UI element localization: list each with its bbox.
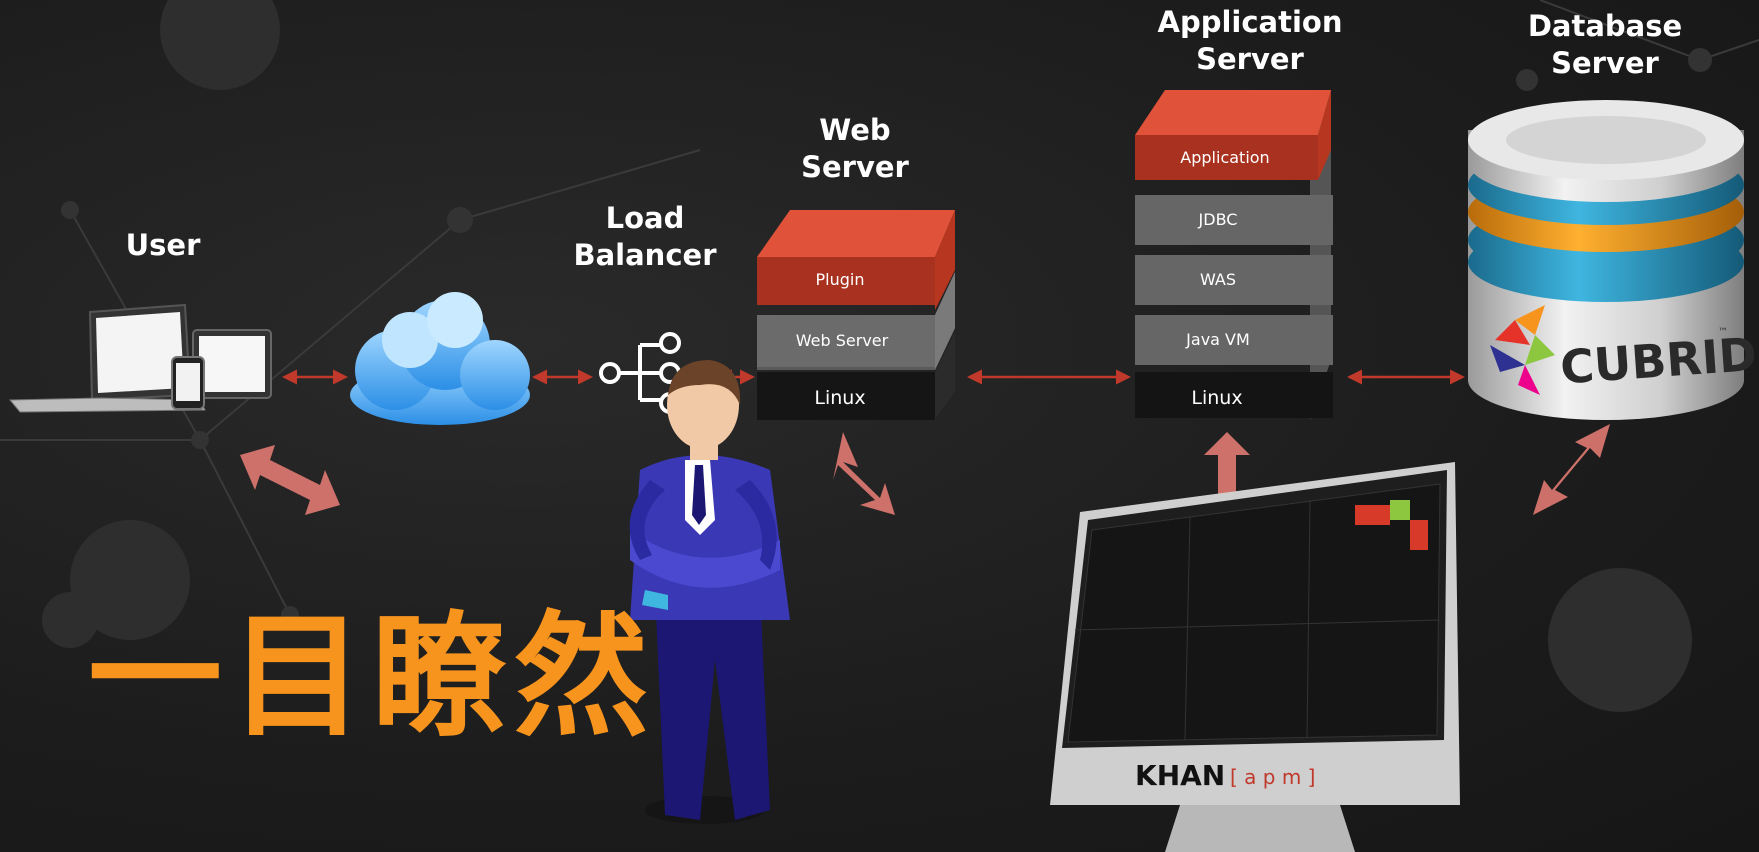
web-linux-layer bbox=[757, 372, 935, 420]
monitor-brand-text: KHAN bbox=[1135, 759, 1225, 792]
internet-cloud-icon bbox=[350, 292, 530, 425]
load-balancer-label-line1: Load bbox=[605, 201, 685, 235]
app-jdbc-layer bbox=[1135, 195, 1333, 245]
user-devices-icon bbox=[8, 303, 272, 413]
user-label-text: User bbox=[125, 228, 201, 262]
db-server-label-line1: Database bbox=[1527, 9, 1683, 43]
monitor-brand-sub-text: [ a p m ] bbox=[1230, 765, 1315, 789]
monitor-stand bbox=[1165, 805, 1355, 852]
cubrid-logo-icon bbox=[1490, 305, 1555, 395]
web-webserver-layer bbox=[757, 315, 935, 367]
db-server-label: Database Server bbox=[1520, 8, 1690, 82]
web-layer-plugin-text: Plugin bbox=[816, 270, 865, 289]
web-layer-webserver-text: Web Server bbox=[796, 331, 889, 350]
khan-apm-monitor: KHAN [ a p m ] bbox=[1050, 462, 1460, 852]
app-server-label-line1: Application bbox=[1157, 5, 1343, 39]
web-server-label-line1: Web bbox=[819, 113, 891, 147]
load-balancer-label-line2: Balancer bbox=[573, 238, 717, 272]
user-label: User bbox=[118, 227, 208, 264]
arrow-user-monitor bbox=[240, 445, 340, 515]
app-server-stack: Linux Java VM WAS JDBC Application bbox=[1135, 90, 1333, 420]
app-layer-application-text: Application bbox=[1180, 148, 1269, 167]
app-layer-was-text: WAS bbox=[1200, 270, 1236, 289]
headline-text: 一目瞭然 bbox=[88, 599, 657, 755]
web-layer-linux-text: Linux bbox=[814, 387, 865, 409]
arrow-web-monitor bbox=[833, 432, 895, 515]
arrow-db-monitor bbox=[1533, 424, 1610, 515]
app-application-layer bbox=[1135, 135, 1318, 180]
screen-alert-red bbox=[1355, 505, 1390, 525]
arrow-app-monitor bbox=[1204, 432, 1250, 533]
app-layer-javavm-text: Java VM bbox=[1185, 330, 1250, 349]
app-javavm-layer bbox=[1135, 315, 1333, 365]
app-layer-jdbc-text: JDBC bbox=[1198, 210, 1238, 229]
screen-alert-green bbox=[1390, 500, 1410, 520]
app-server-label-line2: Server bbox=[1196, 42, 1304, 76]
dashboard-screen bbox=[1067, 483, 1441, 743]
load-balancer-label: Load Balancer bbox=[560, 200, 730, 274]
businessman-figure bbox=[629, 360, 790, 824]
web-plugin-layer bbox=[757, 257, 935, 305]
web-server-stack: Linux Web Server Plugin bbox=[757, 210, 955, 420]
web-server-label-line2: Server bbox=[801, 150, 909, 184]
db-server-label-line2: Server bbox=[1551, 46, 1659, 80]
app-linux-layer bbox=[1135, 372, 1333, 418]
screen-alert-red-2 bbox=[1410, 520, 1428, 550]
app-layer-linux-text: Linux bbox=[1191, 387, 1242, 409]
database-cylinder: CUBRID ™ bbox=[1468, 100, 1759, 420]
cubrid-tm-text: ™ bbox=[1718, 327, 1728, 338]
app-server-label: Application Server bbox=[1135, 4, 1365, 78]
web-server-label: Web Server bbox=[790, 112, 920, 186]
app-was-layer bbox=[1135, 255, 1333, 305]
